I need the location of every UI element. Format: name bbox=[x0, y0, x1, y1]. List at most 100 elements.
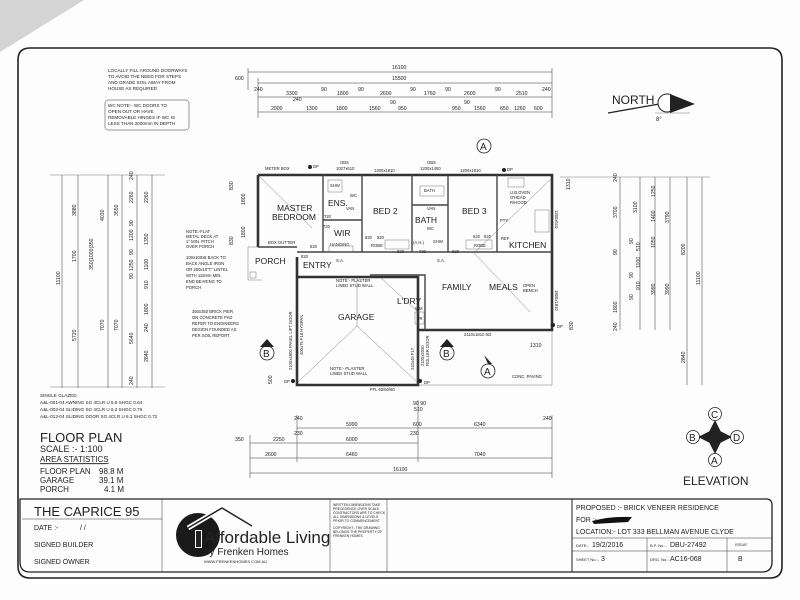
drawing-label: 1200x1810 bbox=[460, 168, 481, 173]
dimension-label: 240 bbox=[129, 376, 135, 385]
drawing-line bbox=[686, 430, 700, 444]
drawing-label: OBS bbox=[340, 160, 349, 165]
drawing-label: 16100 bbox=[393, 467, 408, 473]
drawing-label: Affordable Living bbox=[204, 528, 330, 547]
drawing-label: BELONGS THE PROPERTY OF bbox=[333, 530, 382, 534]
dimension-label: 350|1000|350 bbox=[89, 238, 95, 270]
drawing-line bbox=[257, 174, 553, 313]
drawing-line bbox=[291, 379, 295, 383]
issue-letter: B bbox=[738, 556, 743, 563]
drawing-label: / / bbox=[80, 525, 86, 532]
drawing-label: A bbox=[484, 367, 491, 378]
dimension-label: 1700 bbox=[72, 250, 78, 262]
drawing-label: B bbox=[263, 349, 270, 360]
drawing-label: 3790 bbox=[665, 211, 671, 223]
drawing-line bbox=[187, 507, 253, 529]
drawing-label: 2840 bbox=[681, 351, 687, 363]
fixture-labels: METER BOX SHW VAN WC BATH VAN WC SHW (A.… bbox=[265, 164, 563, 385]
drawing-label: END BEARING TO bbox=[186, 279, 222, 284]
drawing-label: BACK ANGLE IRON bbox=[186, 261, 224, 266]
drawing-label: 6340 bbox=[474, 422, 486, 428]
drawing-label: 100x100x8 BACK TO bbox=[186, 255, 227, 260]
drawing-label: 1200x1810 bbox=[374, 168, 395, 173]
drawing-label: WITH 115mm MIN. bbox=[186, 273, 222, 278]
note-line: OPEN OUT OR HAVE bbox=[108, 109, 154, 114]
drawing-label: 910 bbox=[636, 281, 642, 290]
drawing-label: 90 bbox=[629, 238, 635, 244]
note-line: HOUSE AS REQUIRED bbox=[108, 86, 158, 91]
drawing-line bbox=[19, 498, 773, 573]
elevation-c: C bbox=[711, 410, 718, 421]
dimension-label: 2000 bbox=[271, 106, 283, 112]
drawing-label: 39.1 M bbox=[99, 476, 124, 485]
drawing-label: 3700 bbox=[613, 206, 619, 218]
drawing-line bbox=[730, 430, 744, 444]
section-marker-a-bottom: A bbox=[480, 355, 496, 379]
bp-number: DBU-27492 bbox=[670, 542, 707, 549]
note-line: TO AVOID THE NEED FOR STEPS bbox=[108, 74, 181, 79]
drawing-label: 720 bbox=[323, 224, 331, 229]
drawing-label: 350 bbox=[235, 437, 244, 443]
drawing-line bbox=[418, 379, 422, 383]
dimension-label: 600 bbox=[534, 106, 543, 112]
drawing-label: REFER TO ENGINEERS bbox=[192, 321, 239, 326]
drawing-label: 1800x1810 bbox=[554, 290, 559, 311]
dimension-label: 90 bbox=[390, 100, 396, 106]
drawing-label: 3990 bbox=[651, 283, 657, 295]
floor-plan-title: FLOOR PLAN bbox=[40, 430, 122, 445]
dimension-label: 1350 bbox=[144, 233, 150, 245]
drawing-label: WRITTEN DIMENSIONS TAKE bbox=[333, 503, 381, 507]
drawing-label: A&L-012-04 SLIDING DOOR SG 4CLR U 6.1 SH… bbox=[40, 414, 158, 419]
drawing-label: BENCH bbox=[523, 288, 538, 293]
dimension-label: 1560 bbox=[474, 106, 486, 112]
north-arrow: NORTH 8° bbox=[607, 93, 695, 123]
elevation-d: D bbox=[733, 433, 740, 444]
dimension-label: 1800 bbox=[144, 303, 150, 315]
drawing-label: COPYRIGHT:- THE DRAWING bbox=[333, 526, 380, 530]
room-bed-2: BED 2 bbox=[373, 206, 398, 216]
dimension-label: 240 bbox=[144, 323, 150, 332]
drawing-label: 830 bbox=[569, 321, 575, 330]
drawing-line bbox=[196, 531, 201, 547]
dimension-label: 90 bbox=[464, 100, 470, 106]
drawing-label: 1800 bbox=[613, 301, 619, 313]
drawing-label: FLOOR PLAN bbox=[40, 467, 91, 476]
drawing-label: 1050 bbox=[651, 236, 657, 248]
drawing-label: 510 bbox=[636, 242, 642, 251]
drawing-label: 2600 bbox=[265, 452, 277, 458]
drawing-number: AC16-068 bbox=[670, 556, 702, 563]
floor-plan bbox=[247, 173, 554, 387]
drawing-label: DP bbox=[557, 324, 563, 329]
dimension-label: 90 bbox=[129, 249, 135, 255]
drawing-label: 240 bbox=[613, 322, 619, 331]
drawing-label: 230 bbox=[294, 431, 303, 437]
room-ensuite: ENS. bbox=[328, 198, 348, 208]
drawing-line bbox=[551, 323, 555, 327]
room-master-bedroom: MASTER bbox=[277, 203, 312, 213]
dimension-label: 910 bbox=[144, 280, 150, 289]
drawing-label: NOTE:-FLAT bbox=[186, 229, 211, 234]
title-block: THE CAPRICE 95 DATE :- / / SIGNED BUILDE… bbox=[19, 498, 773, 573]
drawing-label: 1400 bbox=[651, 210, 657, 222]
drawing-label: 1250 bbox=[651, 185, 657, 197]
drawing-label: ISSUE bbox=[735, 542, 747, 547]
drawing-line bbox=[715, 430, 732, 444]
drawing-line bbox=[534, 209, 550, 233]
drawing-label: 4.1 M bbox=[104, 485, 124, 494]
drawing-label: PORCH bbox=[186, 285, 201, 290]
sheet-border bbox=[17, 47, 783, 579]
drawing-label: (A.H.) bbox=[413, 240, 425, 245]
dimension-label: 3880 bbox=[72, 204, 78, 216]
left-dimensions: 11100 3880 1700 5720 350|1000|350 4030 7… bbox=[50, 171, 274, 388]
room-master-bedroom: BEDROOM bbox=[272, 212, 316, 222]
drawing-label: DP bbox=[313, 164, 319, 169]
drawing-label: 720 bbox=[419, 249, 427, 254]
elevation-key: C A B D ELEVATION bbox=[683, 407, 749, 488]
drawing-label: 720 bbox=[324, 214, 332, 219]
drawing-label: SHEET No.:- bbox=[576, 557, 600, 562]
note-line: WC NOTE:- WC DOORS TO bbox=[108, 103, 167, 108]
drawing-line bbox=[607, 102, 666, 114]
drawing-label: 820 bbox=[377, 235, 385, 240]
drawing-label: SINGLE GLAZED bbox=[40, 393, 77, 398]
